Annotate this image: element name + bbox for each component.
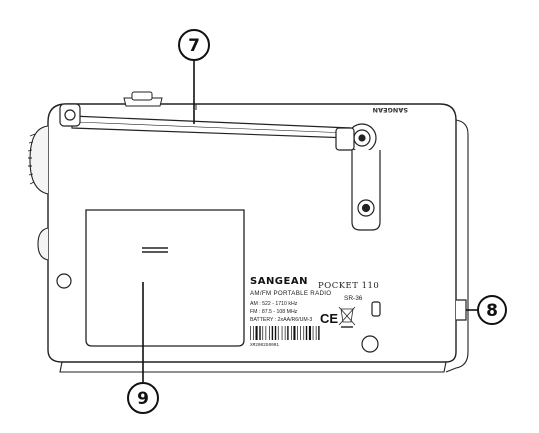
label-model-code: SR-36 — [344, 295, 363, 302]
ce-mark: CE — [320, 311, 338, 326]
barcode-bar — [308, 326, 311, 340]
callout-9: 9 — [127, 282, 159, 414]
barcode-bar — [300, 326, 301, 340]
barcode-bar — [265, 326, 267, 340]
callout-8-number: 8 — [486, 301, 498, 321]
callout-9-number: 9 — [137, 389, 149, 409]
weee-bin-icon — [338, 306, 356, 328]
telescopic-antenna — [59, 103, 381, 231]
rubber-feet — [56, 273, 381, 353]
callout-7: 7 — [178, 29, 210, 124]
barcode-bar — [250, 326, 251, 340]
barcode-bar — [253, 326, 254, 340]
label-model: POCKET 110 — [318, 281, 379, 291]
barcode-bar — [262, 326, 264, 340]
barcode-bar — [297, 326, 298, 340]
barcode-bar — [277, 326, 279, 340]
rating-label: SANGEAN POCKET 110 AM/FM PORTABLE RADIO … — [250, 276, 379, 348]
tuning-knob — [27, 125, 49, 261]
callout-7-number: 7 — [188, 36, 200, 56]
side-socket — [456, 299, 467, 321]
barcode-bar — [293, 326, 296, 340]
battery-compartment-cover — [85, 209, 245, 347]
label-fm-spec: FM : 87.5 - 108 MHz — [250, 309, 298, 315]
barcode-bar — [315, 326, 317, 340]
barcode-bar — [271, 326, 274, 340]
label-brand: SANGEAN — [250, 276, 308, 287]
barcode-bar — [281, 326, 283, 340]
label-serial: XM2002G0001 — [250, 343, 279, 348]
barcode-bar — [291, 326, 292, 340]
barcode-bar — [269, 326, 270, 340]
barcode-bar — [287, 326, 289, 340]
barcode-bar — [303, 326, 305, 340]
barcode-bar — [312, 326, 314, 340]
barcode — [250, 326, 320, 340]
callout-8: 8 — [466, 295, 507, 325]
barcode-bar — [255, 326, 258, 340]
top-edge-details — [123, 91, 197, 110]
barcode-bar — [305, 326, 308, 340]
label-am-spec: AM : 522 - 1710 kHz — [250, 301, 298, 307]
barcode-bar — [259, 326, 261, 340]
barcode-bar — [284, 326, 286, 340]
label-type: AM/FM PORTABLE RADIO — [250, 290, 331, 297]
barcode-bar — [318, 326, 320, 340]
barcode-bar — [274, 326, 277, 340]
label-battery-spec: BATTERY : 2xAA/R6/UM-3 — [250, 317, 312, 323]
top-brand-mark: SANGEAN — [373, 106, 408, 114]
